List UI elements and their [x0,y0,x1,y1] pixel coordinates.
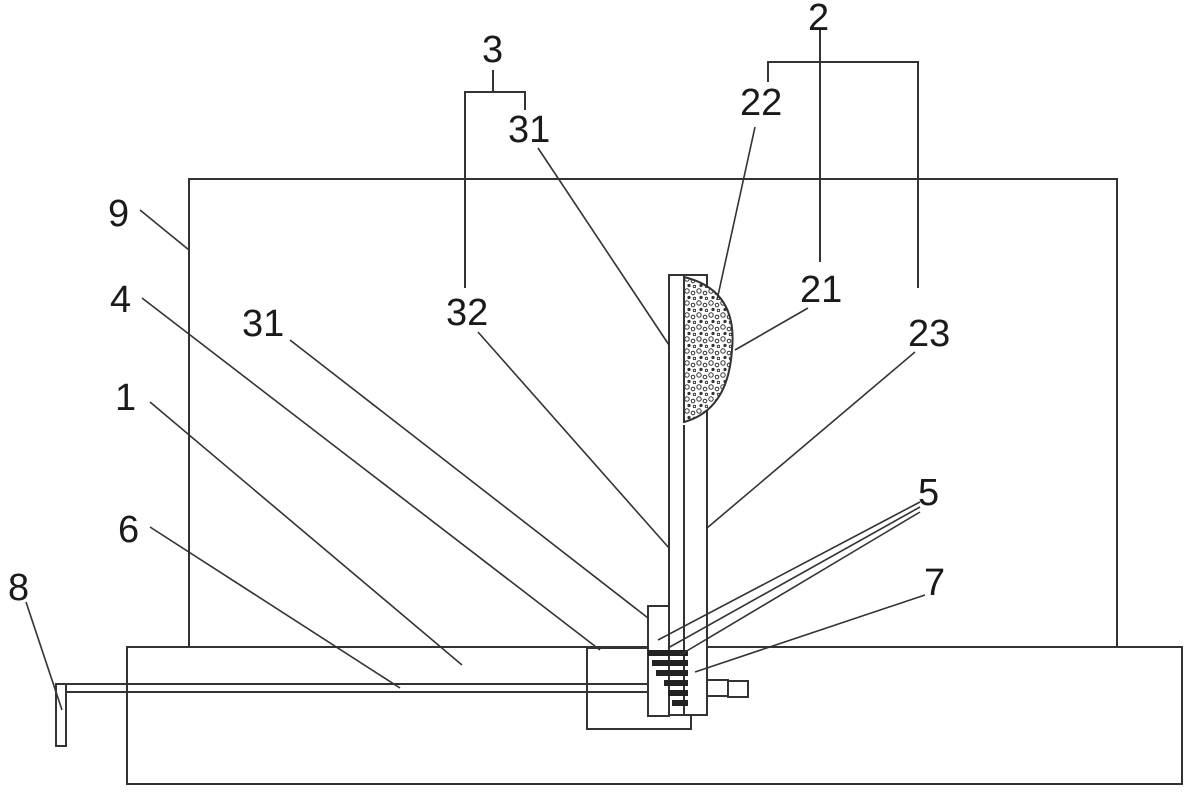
leader-21 [734,307,809,351]
leader-1 [149,401,463,666]
dome-head [683,275,734,424]
label-31-left: 31 [242,303,284,345]
label-21: 21 [800,269,842,311]
label-31-top: 31 [508,109,550,151]
bracket-3 [464,91,526,288]
label-32: 32 [446,292,488,334]
label-23: 23 [908,313,950,355]
back-panel [188,178,1118,649]
leader-4 [141,297,601,651]
leader-6 [149,526,401,689]
label-7: 7 [924,562,945,604]
leader-7 [694,594,926,673]
leader-32 [477,331,670,549]
label-3: 3 [482,29,503,71]
leader-31-left [289,339,649,619]
bracket-2 [767,61,919,288]
label-2: 2 [808,0,829,39]
leader-8 [25,601,63,711]
spring-coils [648,650,688,706]
label-5: 5 [918,472,939,514]
label-22: 22 [740,82,782,124]
leader-22 [716,126,756,301]
label-4: 4 [110,279,131,321]
leader-5c [679,511,921,656]
label-1: 1 [115,377,136,419]
label-8: 8 [8,567,29,609]
rod-end-cap [727,680,749,698]
leader-5a [657,501,921,641]
leader-31-top [537,147,670,346]
leader-5b [667,506,921,649]
label-9: 9 [108,193,129,235]
leader-9 [139,209,190,251]
leader-23 [706,351,916,529]
label-6: 6 [118,509,139,551]
lever-handle [55,683,67,747]
